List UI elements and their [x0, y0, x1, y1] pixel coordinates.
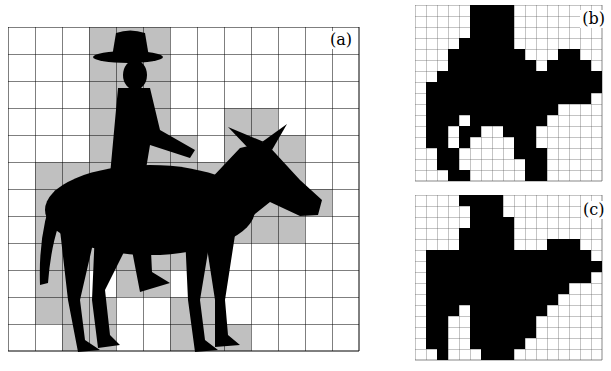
grid	[8, 27, 359, 351]
donkey-silhouette	[40, 124, 322, 352]
panel-label: (c)	[581, 201, 606, 219]
pixel-grid	[415, 5, 602, 181]
panel-label: (b)	[580, 10, 607, 28]
pixelated-figure	[426, 195, 602, 360]
pixelated-figure	[426, 5, 602, 181]
pixel-grid	[415, 195, 602, 360]
panel-label: (a)	[328, 31, 354, 49]
